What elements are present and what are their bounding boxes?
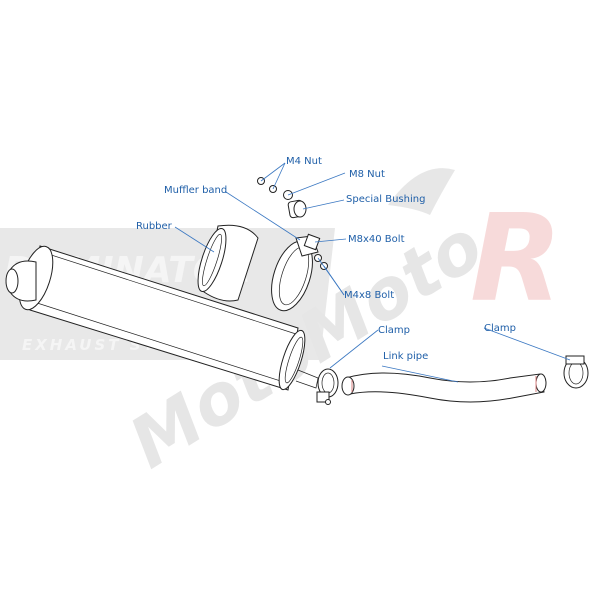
special-bushing-end — [293, 200, 307, 218]
label-special-bushing: Special Bushing — [346, 194, 425, 205]
clamp-left-part — [316, 368, 339, 405]
labels: M4 Nut M8 Nut Muffler band Special Bushi… — [136, 156, 516, 362]
label-muffler-band: Muffler band — [164, 185, 227, 196]
watermark-bird-icon — [388, 168, 455, 215]
muffler-inlet-opening — [5, 268, 19, 294]
label-clamp-left: Clamp — [378, 325, 410, 336]
muffler-body — [5, 245, 319, 391]
label-m8x40-bolt: M8x40 Bolt — [348, 234, 405, 245]
muffler-outlet — [295, 369, 319, 389]
watermark-letter: R — [470, 190, 562, 329]
label-m4-nut: M4 Nut — [286, 156, 322, 167]
label-clamp-right: Clamp — [484, 323, 516, 334]
label-rubber: Rubber — [136, 221, 173, 232]
label-link-pipe: Link pipe — [383, 351, 428, 362]
leader-lines — [174, 162, 571, 383]
link-pipe-part — [341, 372, 547, 403]
label-m8-nut: M8 Nut — [349, 169, 385, 180]
m8x40-bolt-part — [303, 233, 321, 251]
clamp-right-part — [563, 355, 589, 389]
label-m4x8-bolt: M4x8 Bolt — [344, 290, 394, 301]
clamp-left-bolt — [316, 391, 330, 403]
rubber-part — [197, 224, 259, 302]
muffler-inlet — [9, 260, 37, 302]
